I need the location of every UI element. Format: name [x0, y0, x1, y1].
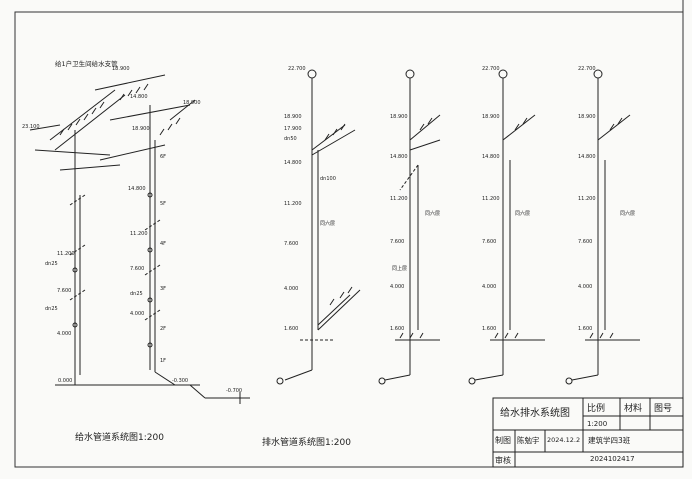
pipe-s3: dn25 [130, 291, 143, 297]
d4-e2: 14.800 [578, 154, 596, 160]
drain-1-annotations: 22.700 18.900 17.900 14.800 11.200 7.600… [262, 66, 351, 448]
d1-e7: 1.600 [284, 326, 298, 332]
drain-system-1 [276, 69, 361, 385]
drawn-label: 制图 [495, 436, 511, 445]
elev-s2: 14.800 [130, 94, 148, 100]
d2-e1: 18.900 [390, 114, 408, 120]
d3-e3: 11.200 [482, 196, 500, 202]
d2-e4: 7.600 [390, 239, 404, 245]
d1-e4: 11.200 [284, 201, 302, 207]
d4-e0: 22.700 [578, 66, 596, 72]
d3-e2: 14.800 [482, 154, 500, 160]
d2-e6: 1.600 [390, 326, 404, 332]
d2-note: 同六层 [425, 210, 440, 217]
elev-s10: 7.600 [57, 288, 71, 294]
floor-s2: 2F [160, 326, 166, 332]
d1-e6: 4.000 [284, 286, 298, 292]
student-id: 2024102417 [590, 455, 635, 463]
floor-s5: 5F [160, 201, 166, 207]
review-label: 审核 [495, 456, 511, 465]
elev-s0: 23.100 [22, 124, 40, 130]
d3-e6: 1.600 [482, 326, 496, 332]
d1-e1: 18.900 [284, 114, 302, 120]
elev-s12: 0.000 [58, 378, 72, 384]
d1-p1: dn50 [284, 136, 297, 142]
title-block-frame [492, 397, 684, 468]
title-text: 给水排水系统图 [500, 408, 570, 419]
scale-value: 1:200 [587, 420, 608, 428]
elev-s7: 7.600 [130, 266, 144, 272]
d3-e1: 18.900 [482, 114, 500, 120]
floor-s1: 1F [160, 358, 166, 364]
pipe-s2: dn25 [45, 306, 58, 312]
d1-p2: dn100 [320, 176, 336, 182]
elev-s11: 4.000 [57, 331, 71, 337]
d3-e5: 4.000 [482, 284, 496, 290]
d1-e5: 7.600 [284, 241, 298, 247]
d1-e2: 17.900 [284, 126, 302, 132]
elev-s13: -0.300 [172, 378, 188, 384]
drain-system-3 [468, 69, 545, 385]
d4-e3: 11.200 [578, 196, 596, 202]
d1-e0: 22.700 [288, 66, 306, 72]
drawing-border [14, 11, 684, 468]
d4-note: 同六层 [620, 210, 635, 217]
d2-e3: 11.200 [390, 196, 408, 202]
drain-4-annotations: 22.700 18.900 14.800 11.200 7.600 4.000 … [578, 66, 635, 332]
elev-s1: 18.900 [112, 66, 130, 72]
drain-caption: 排水管道系统图1:200 [262, 436, 351, 448]
drawn-date: 2024.12.2 [547, 436, 581, 444]
floor-s3: 3F [160, 286, 166, 292]
elev-s8: 4.000 [130, 311, 144, 317]
class-name: 建筑学四3班 [588, 436, 631, 445]
elev-s6: 11.200 [130, 231, 148, 237]
supply-annotations: 给1户卫生间给水支管 23.100 18.900 14.800 18.900 1… [22, 59, 242, 443]
d1-e3: 14.800 [284, 160, 302, 166]
d3-note: 同六层 [515, 210, 530, 217]
elev-s5: 14.800 [128, 186, 146, 192]
elev-s3: 18.900 [183, 100, 201, 106]
sheet-label: 图号 [654, 404, 673, 414]
supply-caption: 给水管道系统图1:200 [75, 431, 164, 443]
d1-note: 同六层 [320, 220, 335, 227]
drain-system-2 [378, 69, 441, 385]
floor-s4: 4F [160, 241, 166, 247]
drawn-name: 陈勉宇 [517, 436, 540, 445]
scale-label: 比例 [587, 404, 606, 414]
supply-system [29, 74, 250, 404]
d3-e4: 7.600 [482, 239, 496, 245]
elev-s14: -0.700 [226, 388, 242, 394]
d2-note-b: 同上层 [392, 265, 407, 272]
d3-e0: 22.700 [482, 66, 500, 72]
pipe-s1: dn25 [45, 261, 58, 267]
drain-system-4 [565, 69, 640, 385]
d4-e5: 4.000 [578, 284, 592, 290]
floor-s6: 6F [160, 154, 166, 160]
d4-e1: 18.900 [578, 114, 596, 120]
material-label: 材料 [624, 404, 643, 414]
d2-e2: 14.800 [390, 154, 408, 160]
elev-s4: 18.900 [132, 126, 150, 132]
supply-top-label: 给1户卫生间给水支管 [55, 59, 118, 68]
d2-e5: 4.000 [390, 284, 404, 290]
drain-3-annotations: 22.700 18.900 14.800 11.200 7.600 4.000 … [482, 66, 530, 332]
d4-e4: 7.600 [578, 239, 592, 245]
elev-s9: 11.200 [57, 251, 75, 257]
d4-e6: 1.600 [578, 326, 592, 332]
drain-2-annotations: 18.900 14.800 11.200 7.600 4.000 1.600 同… [390, 114, 440, 332]
